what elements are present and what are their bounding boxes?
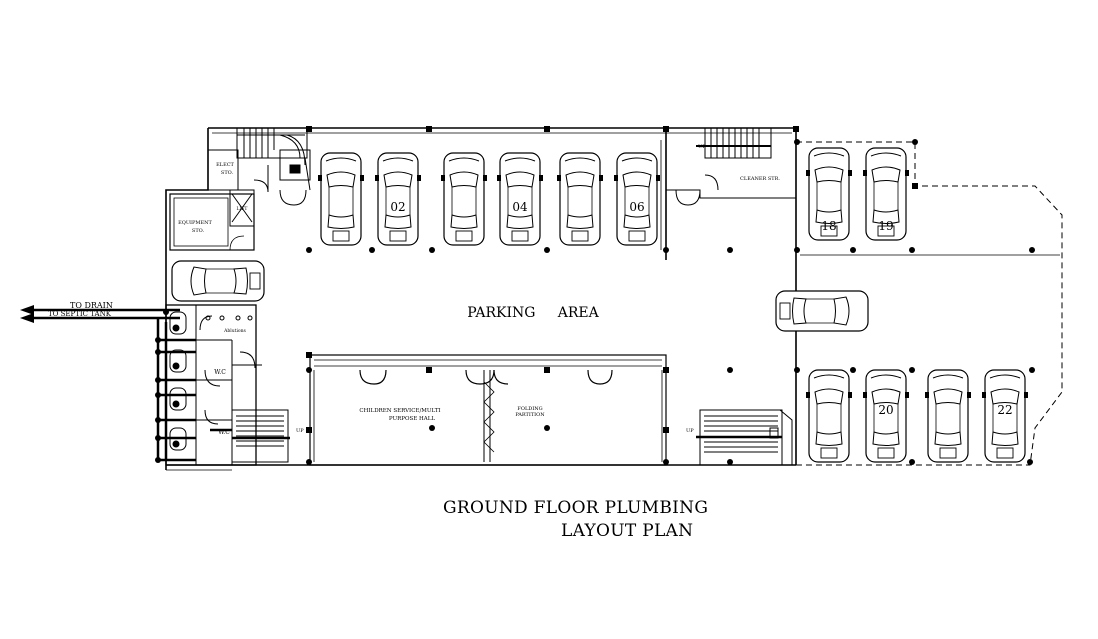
- parking-numbers: 02 04 06 18 19 20 22: [390, 200, 1012, 417]
- cars-right-bottom: [805, 369, 1029, 463]
- car-top-1: [317, 152, 365, 246]
- car-left-horizontal: [171, 260, 265, 302]
- elect-store-label-2: STO.: [221, 170, 234, 176]
- slot-number-18: 18: [821, 219, 836, 233]
- hall-label-1: CHILDREN SERVICE/MULTI: [359, 408, 440, 414]
- folding-partition-label-2: PARTITION: [515, 412, 545, 418]
- car-top-2: [374, 152, 422, 246]
- slot-number-top-4: 04: [512, 200, 528, 214]
- pipe-arrows: [20, 305, 34, 323]
- parking-area-label: PARKING AREA: [467, 305, 599, 321]
- slot-number-top-2: 02: [390, 200, 405, 214]
- ablutions-label: Ablutions: [223, 328, 246, 334]
- car-right-horizontal: [775, 290, 869, 332]
- elect-store-label-1: ELECT: [216, 162, 234, 168]
- wc-label-1: W.C: [214, 369, 226, 376]
- folding-partition-label-1: FOLDING: [517, 406, 542, 412]
- stair-bottom-left: [231, 409, 290, 463]
- slot-number-19: 19: [878, 219, 893, 233]
- elect-store-room: [207, 149, 307, 227]
- multipurpose-hall: [309, 354, 667, 466]
- up-label-2: UP: [686, 428, 694, 434]
- stair-bottom-right: [696, 409, 793, 466]
- cleaner-store-label: CLEANER STR.: [740, 176, 780, 182]
- open-parking-extension: [796, 141, 1063, 466]
- plan-title-line-1: GROUND FLOOR PLUMBING: [443, 498, 709, 518]
- car-right-bottom-1: [805, 369, 853, 463]
- slot-number-top-6: 06: [629, 200, 644, 214]
- room-labels: PARKING AREA TO DRAIN TO SEPTIC TANK CHI…: [48, 144, 780, 436]
- equipment-store-label-1: EQUIPMENT: [178, 220, 212, 226]
- car-top-4: [496, 152, 544, 246]
- car-right-bottom-3: [924, 369, 972, 463]
- car-top-6: [613, 152, 661, 246]
- stair-top-left: [236, 127, 311, 191]
- slot-number-22: 22: [997, 403, 1012, 417]
- pipe-nodes: [155, 309, 169, 463]
- car-top-3: [440, 152, 488, 246]
- to-septic-tank-label: TO SEPTIC TANK: [48, 310, 112, 318]
- lift-label: LIFT: [237, 206, 248, 212]
- wc-label-2: W.C: [218, 429, 230, 436]
- equipment-store-label-2: STO.: [192, 228, 205, 234]
- columns: [306, 126, 1035, 465]
- up-label-3: UP: [698, 144, 706, 150]
- stair-top-right: [675, 127, 772, 206]
- plan-title-line-2: LAYOUT PLAN: [561, 521, 694, 541]
- slot-number-20: 20: [878, 403, 893, 417]
- hall-label-2: PURPOSE HALL: [389, 416, 436, 422]
- equipment-store-room: [169, 193, 255, 251]
- cars-top-row: [317, 152, 661, 246]
- plumbing-pipes: [28, 308, 232, 462]
- car-top-5: [556, 152, 604, 246]
- to-drain-label: TO DRAIN: [70, 301, 113, 310]
- up-label-1: UP: [296, 428, 304, 434]
